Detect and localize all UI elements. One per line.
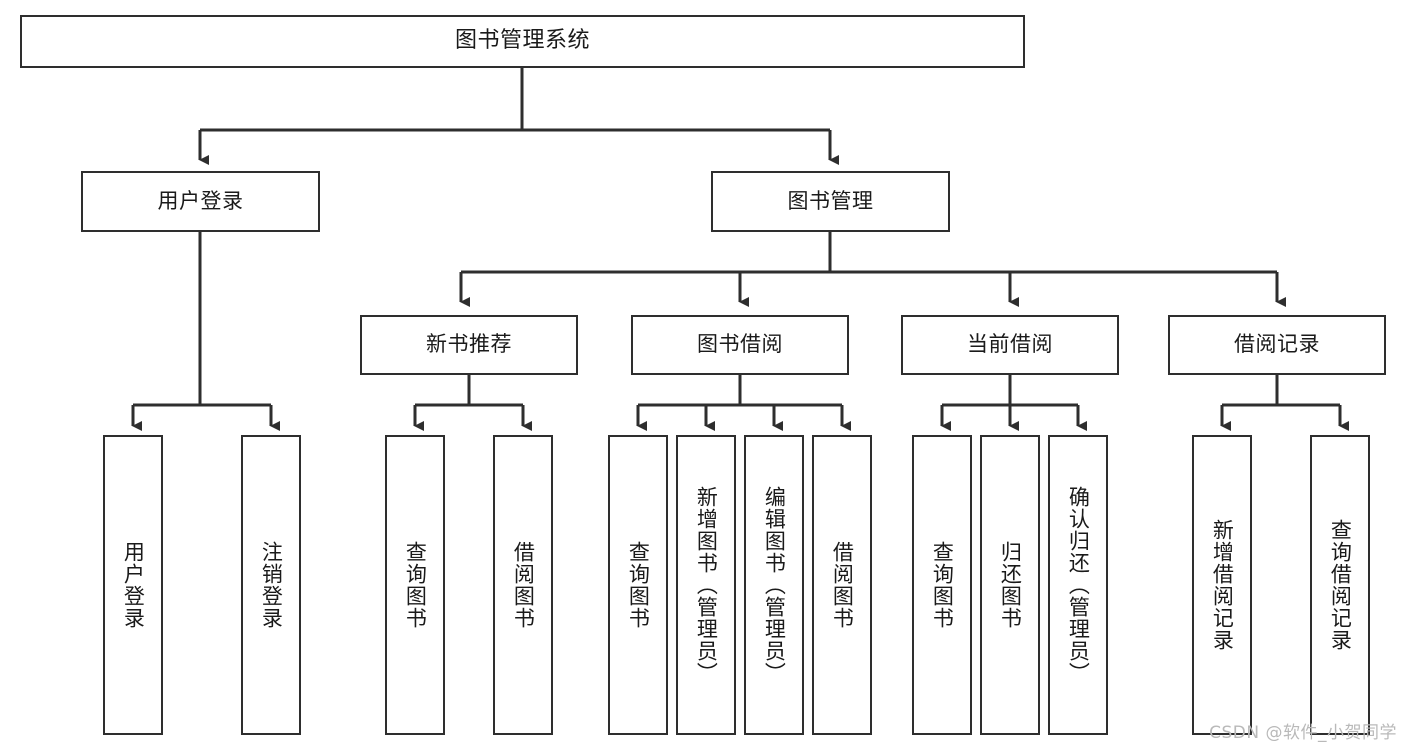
leaf-label: 编辑图书（管理员） <box>762 486 787 684</box>
leaf-label: 借阅图书 <box>511 541 536 629</box>
node-root-label: 图书管理系统 <box>454 28 590 54</box>
leaf-label: 确认归还（管理员） <box>1066 486 1091 684</box>
leaf-label: 归还图书 <box>998 541 1023 629</box>
leaf-book-borrow-edit[interactable]: 编辑图书（管理员） <box>744 435 804 735</box>
leaf-label: 新增借阅记录 <box>1210 519 1235 651</box>
leaf-current-borrow-return[interactable]: 归还图书 <box>980 435 1040 735</box>
node-user-login-label: 用户登录 <box>157 188 244 213</box>
node-book-borrow[interactable]: 图书借阅 <box>631 315 849 375</box>
node-book-management-label: 图书管理 <box>787 188 874 213</box>
leaf-user-login-logout[interactable]: 注销登录 <box>241 435 301 735</box>
leaf-book-borrow-add[interactable]: 新增图书（管理员） <box>676 435 736 735</box>
node-book-borrow-label: 图书借阅 <box>697 332 783 357</box>
node-current-borrow-label: 当前借阅 <box>967 332 1053 357</box>
leaf-current-borrow-query[interactable]: 查询图书 <box>912 435 972 735</box>
leaf-new-book-query[interactable]: 查询图书 <box>385 435 445 735</box>
node-borrow-record[interactable]: 借阅记录 <box>1168 315 1386 375</box>
leaf-new-book-borrow[interactable]: 借阅图书 <box>493 435 553 735</box>
leaf-label: 新增图书（管理员） <box>694 486 719 684</box>
leaf-borrow-record-add[interactable]: 新增借阅记录 <box>1192 435 1252 735</box>
node-root[interactable]: 图书管理系统 <box>20 15 1025 68</box>
leaf-label: 用户登录 <box>121 541 146 629</box>
node-book-management[interactable]: 图书管理 <box>711 171 950 232</box>
leaf-label: 查询图书 <box>403 541 428 629</box>
node-borrow-record-label: 借阅记录 <box>1234 332 1320 357</box>
node-new-book-recommend[interactable]: 新书推荐 <box>360 315 578 375</box>
node-current-borrow[interactable]: 当前借阅 <box>901 315 1119 375</box>
leaf-label: 查询图书 <box>930 541 955 629</box>
leaf-label: 查询图书 <box>626 541 651 629</box>
leaf-borrow-record-query[interactable]: 查询借阅记录 <box>1310 435 1370 735</box>
watermark: CSDN @软件_小贺同学 <box>1209 723 1397 743</box>
node-user-login[interactable]: 用户登录 <box>81 171 320 232</box>
node-new-book-recommend-label: 新书推荐 <box>426 332 512 357</box>
leaf-label: 借阅图书 <box>830 541 855 629</box>
leaf-book-borrow-borrow[interactable]: 借阅图书 <box>812 435 872 735</box>
leaf-label: 查询借阅记录 <box>1328 519 1353 651</box>
leaf-current-borrow-confirm-return[interactable]: 确认归还（管理员） <box>1048 435 1108 735</box>
leaf-book-borrow-query[interactable]: 查询图书 <box>608 435 668 735</box>
leaf-user-login-login[interactable]: 用户登录 <box>103 435 163 735</box>
leaf-label: 注销登录 <box>259 541 284 629</box>
